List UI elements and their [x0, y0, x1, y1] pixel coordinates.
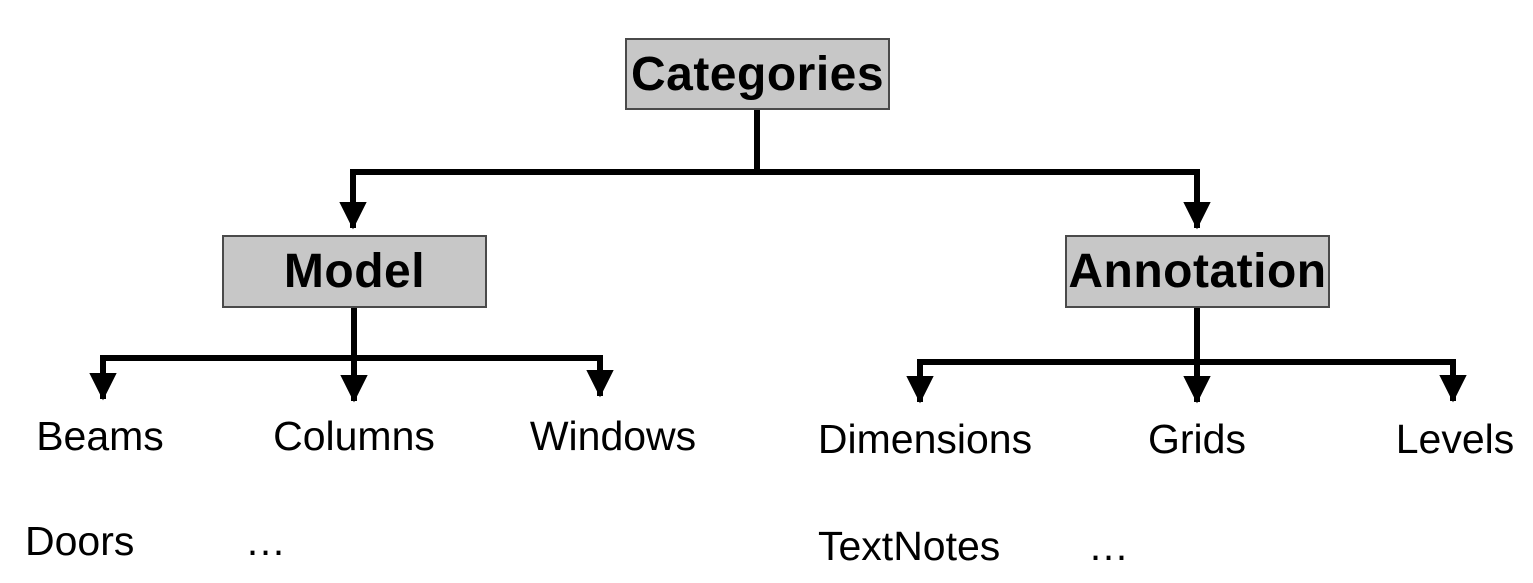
- node-categories-label: Categories: [630, 47, 885, 101]
- leaf-dimensions: Dimensions: [817, 416, 1033, 462]
- ellipsis-model: …: [245, 518, 286, 564]
- node-model: Model: [222, 235, 487, 308]
- leaf-windows: Windows: [529, 413, 697, 459]
- leaf-doors: Doors: [25, 518, 135, 564]
- leaf-grids: Grids: [1148, 416, 1246, 462]
- node-annotation-label: Annotation: [1068, 245, 1327, 298]
- leaf-levels: Levels: [1395, 416, 1515, 462]
- leaf-columns: Columns: [273, 413, 435, 459]
- leaf-beams: Beams: [36, 413, 164, 459]
- node-annotation: Annotation: [1065, 235, 1330, 308]
- leaf-textnotes: TextNotes: [818, 523, 1001, 569]
- node-model-label: Model: [283, 245, 426, 298]
- ellipsis-annotation: …: [1088, 523, 1129, 569]
- node-categories: Categories: [625, 38, 890, 110]
